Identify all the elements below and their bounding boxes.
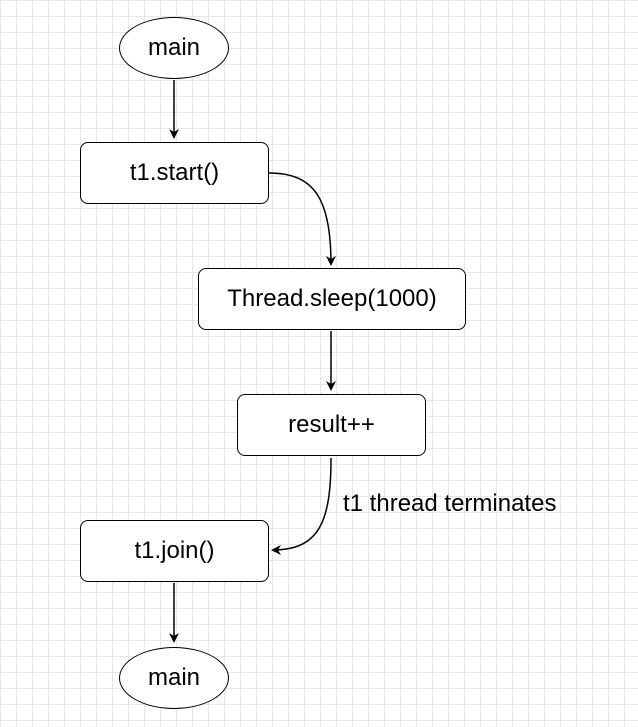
node-main-bottom: main — [119, 647, 229, 709]
edge-start-to-sleep — [268, 172, 336, 266]
node-t1-join: t1.join() — [80, 520, 269, 582]
node-thread-sleep: Thread.sleep(1000) — [198, 268, 466, 330]
edge-label-thread-terminates: t1 thread terminates — [343, 490, 557, 517]
node-main-top: main — [119, 17, 229, 79]
edge-result-to-join — [271, 457, 332, 555]
node-result-inc: result++ — [237, 394, 426, 456]
node-t1-start: t1.start() — [80, 142, 269, 204]
